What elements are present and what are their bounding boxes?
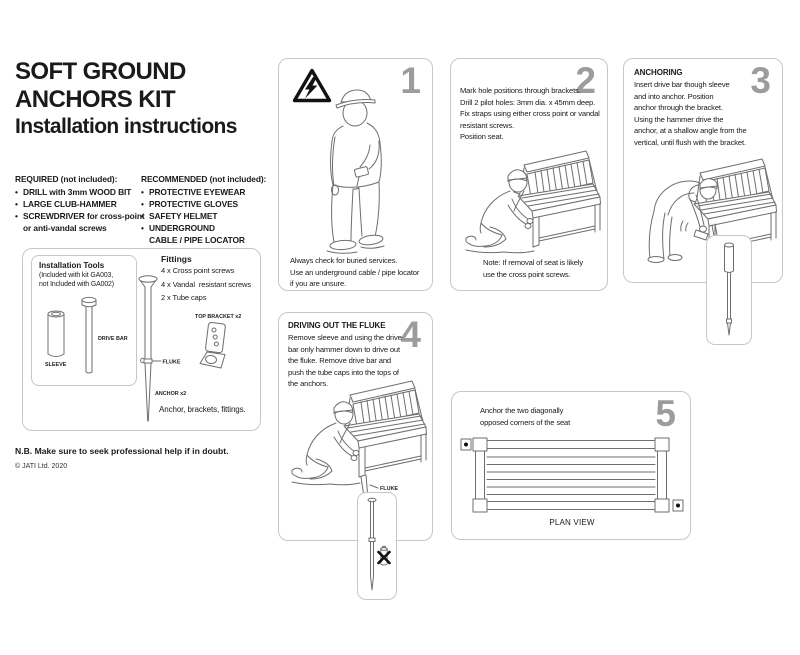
step-3-text: Insert drive bar though sleeve and into … — [634, 80, 747, 147]
electrical-hazard-icon — [292, 68, 332, 103]
step-2-text: Mark hole positions through brackets. Dr… — [460, 86, 600, 142]
bench-plan-view-illustration — [460, 437, 684, 513]
step-3-number: 3 — [750, 60, 771, 101]
fittings-item: 4 x Vandal resistant screws — [161, 279, 252, 289]
recommended-item: PROTECTIVE EYEWEAR — [141, 186, 265, 198]
step-3-anchor-detail-tab — [706, 235, 752, 345]
drive-bar-no-sleeve-illustration — [367, 497, 391, 591]
installation-tools-heading: Installation Tools — [39, 261, 105, 270]
tools-fittings-box: Installation Tools (Included with kit GA… — [22, 248, 261, 431]
required-item: SCREWDRIVER for cross-point or anti-vand… — [15, 210, 145, 234]
recommended-list: RECOMMENDED (not included): PROTECTIVE E… — [141, 173, 267, 246]
fittings-item: 2 x Tube caps — [161, 293, 207, 302]
sleeve-and-drive-bar-illustration: SLEEVE DRIVE BAR — [45, 296, 128, 374]
step-4-number: 4 — [400, 314, 421, 355]
title-line-2: ANCHORS KIT — [15, 86, 176, 113]
nb-note: N.B. Make sure to seek professional help… — [15, 446, 229, 456]
fluke-label-step4: FLUKE — [380, 486, 398, 492]
step-5-number: 5 — [655, 393, 676, 434]
recommended-item: PROTECTIVE GLOVES — [141, 198, 265, 210]
recommended-item: SAFETY HELMET — [141, 210, 265, 222]
fittings-item: 4 x Cross point screws — [161, 266, 235, 275]
plan-view-caption: PLAN VIEW — [549, 518, 595, 527]
step-4-text: Remove sleeve and using the drive bar on… — [288, 333, 402, 389]
step-3-heading: ANCHORING — [634, 68, 683, 77]
fluke-label: FLUKE — [163, 360, 181, 366]
required-list: REQUIRED (not included): DRILL with 3mm … — [15, 173, 145, 234]
step-5-panel: 5 Anchor the two diagonally opposed corn… — [451, 391, 691, 540]
top-bracket-label: TOP BRACKET x2 — [195, 314, 241, 320]
step-1-number: 1 — [400, 60, 421, 101]
title-line-3: Installation instructions — [15, 115, 237, 138]
required-item: DRILL with 3mm WOOD BIT — [15, 186, 139, 198]
installation-tools-subtext: (Included with kit GA003, not Included w… — [39, 272, 114, 288]
top-bracket-illustration: TOP BRACKET x2 — [195, 314, 241, 369]
required-item: LARGE CLUB-HAMMER — [15, 198, 139, 210]
step-3-panel: 3 ANCHORING Insert drive bar though slee… — [623, 58, 783, 283]
step-1-panel: 1 Always check for buried services. Use … — [278, 58, 433, 291]
step-4-panel: 4 DRIVING OUT THE FLUKE Remove sleeve an… — [278, 312, 433, 541]
title-line-1: SOFT GROUND — [15, 58, 186, 85]
step-4-illustration: FLUKE — [291, 380, 427, 501]
step-4-heading: DRIVING OUT THE FLUKE — [288, 321, 386, 330]
step-2-note: Note: If removal of seat is likely use t… — [483, 258, 583, 279]
copyright: © JATI Ltd. 2020 — [15, 463, 68, 470]
page-title: SOFT GROUND ANCHORS KIT Installation ins… — [15, 58, 237, 140]
step-1-caption: Always check for buried services. Use an… — [290, 256, 420, 289]
drive-bar-label: DRIVE BAR — [98, 336, 128, 342]
step-2-panel: 2 Mark hole positions through brackets. … — [450, 58, 608, 291]
step-5-text: Anchor the two diagonally opposed corner… — [480, 406, 571, 427]
step-3-illustration — [647, 158, 777, 263]
person-with-locator-illustration — [326, 89, 385, 254]
step-4-drive-bar-detail-tab — [357, 492, 397, 600]
recommended-item: UNDERGROUND CABLE / PIPE LOCATOR — [141, 222, 265, 246]
drive-bar-in-sleeve-illustration — [724, 242, 734, 336]
installation-tools-box: Installation Tools (Included with kit GA… — [31, 255, 137, 386]
step-2-illustration — [465, 150, 601, 254]
sleeve-label: SLEEVE — [45, 362, 67, 368]
recommended-heading: RECOMMENDED (not included): — [141, 174, 267, 184]
step-2-number: 2 — [575, 60, 596, 101]
anchor-x2-label: ANCHOR x2 — [155, 391, 186, 397]
fittings-list: Fittings 4 x Cross point screws 4 x Vand… — [161, 254, 251, 305]
fittings-heading: Fittings — [161, 254, 192, 264]
anchor-brackets-fittings-caption: Anchor, brackets, fittings. — [159, 405, 246, 414]
anchor-illustration: FLUKE ANCHOR x2 — [138, 275, 186, 422]
required-heading: REQUIRED (not included): — [15, 174, 118, 184]
